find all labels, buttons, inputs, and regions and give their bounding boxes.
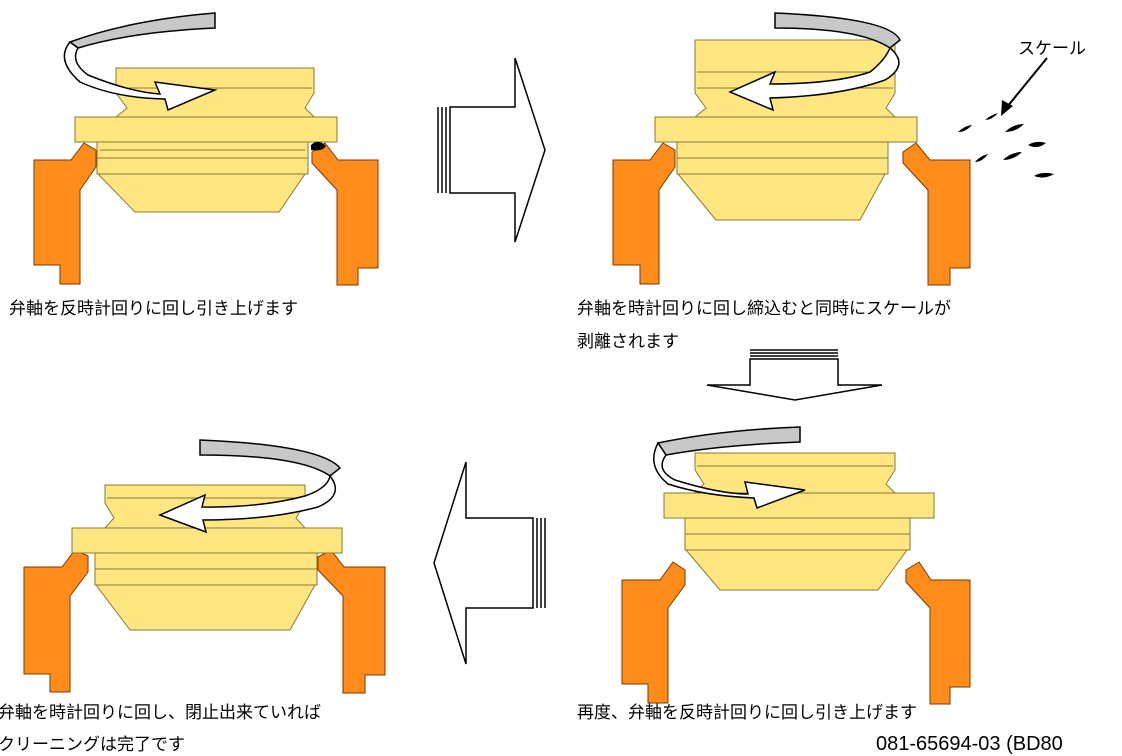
valve-seat-right	[905, 561, 971, 705]
scale-label: スケール	[1018, 39, 1086, 59]
valve-seat-left	[612, 142, 676, 285]
caption-step3: 再度、弁軸を反時計回りに回し引き上げます	[577, 703, 917, 723]
flow-arrow-left	[433, 461, 546, 665]
panel-step2	[612, 12, 1054, 286]
valve-seat-right	[317, 549, 386, 694]
scale-deposit	[311, 141, 326, 151]
document-id: 081-65694-03 (BD80	[876, 733, 1063, 755]
scale-flakes	[958, 113, 1054, 178]
panel-step4	[23, 439, 386, 694]
valve-seat-left	[33, 142, 97, 285]
caption-step1: 弁軸を反時計回りに回し引き上げます	[9, 299, 298, 319]
panel-step1	[33, 12, 379, 286]
flow-arrow-right	[437, 57, 546, 243]
scale-pointer-arrowhead	[1001, 100, 1013, 116]
rotation-ring-clockwise	[158, 439, 342, 534]
valve-seat-right	[311, 142, 379, 286]
scale-pointer-arrow	[1006, 57, 1048, 108]
valve-disc	[663, 452, 935, 591]
valve-seat-left	[23, 549, 89, 693]
valve-disc	[74, 67, 338, 213]
rotation-ring-clockwise	[728, 12, 901, 112]
caption-step2-line1: 弁軸を時計回りに回し締込むと同時にスケールが	[577, 299, 951, 319]
caption-step2-line2: 剥離されます	[577, 332, 679, 352]
valve-seat-left	[621, 561, 686, 704]
panel-step3	[621, 426, 971, 705]
caption-step4-line2: クリーニングは完了です	[0, 735, 185, 755]
rotation-ring-counterclockwise	[653, 426, 806, 509]
flow-arrow-down	[706, 349, 883, 401]
caption-step4-line1: 弁軸を時計回りに回し、閉止出来ていれば	[0, 703, 321, 723]
rotation-ring-counterclockwise	[63, 12, 218, 112]
valve-seat-right	[902, 142, 971, 286]
